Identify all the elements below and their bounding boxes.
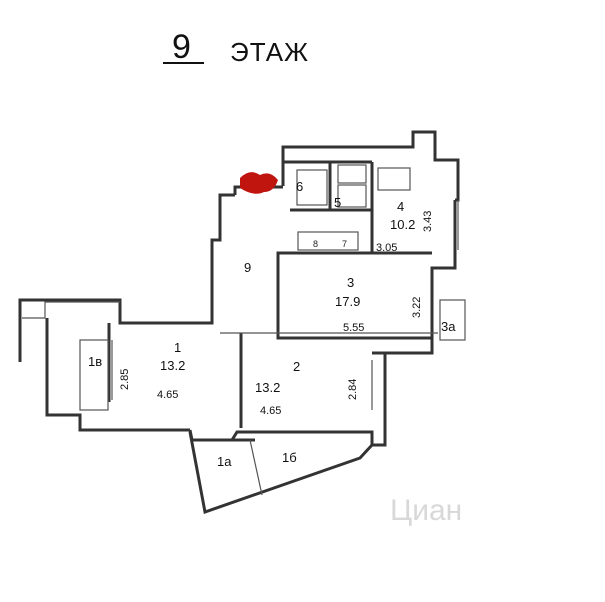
floor-label: ЭТАЖ — [230, 37, 309, 67]
floor-title: 9 ЭТАЖ — [163, 28, 309, 67]
room-3-area: 17.9 — [335, 294, 360, 309]
fixtures — [79, 164, 466, 411]
room-3-number: 3 — [347, 275, 354, 290]
room-1-height: 2.85 — [119, 369, 131, 390]
room-1b-number: 1б — [282, 450, 297, 465]
red-marker — [240, 172, 278, 194]
room-5-number: 5 — [334, 195, 341, 210]
room-2: 2 13.2 4.65 2.84 — [255, 359, 359, 417]
room-1-width: 4.65 — [157, 389, 178, 401]
room-3-width: 5.55 — [343, 322, 364, 334]
room-1: 1 13.2 4.65 2.85 — [119, 340, 185, 401]
room-4-width: 3.05 — [376, 242, 397, 254]
room-3: 3 17.9 5.55 3.22 — [335, 275, 423, 334]
room-3a-number: 3а — [441, 319, 456, 334]
room-2-height: 2.84 — [347, 379, 359, 400]
room-1-number: 1 — [174, 340, 181, 355]
interior-walls — [107, 160, 438, 496]
room-3-height: 3.22 — [411, 297, 423, 318]
room-6-number: 6 — [296, 179, 303, 194]
room-4-number: 4 — [397, 199, 404, 214]
room-2-area: 13.2 — [255, 380, 280, 395]
watermark: Циан — [390, 494, 462, 527]
room-1v-number: 1в — [88, 354, 102, 369]
room-2-width: 4.65 — [260, 405, 281, 417]
room-4-height: 3.43 — [422, 211, 434, 232]
room-1-area: 13.2 — [160, 358, 185, 373]
room-4-area: 10.2 — [390, 217, 415, 232]
floor-number: 9 — [172, 28, 191, 66]
room-9-number: 9 — [244, 260, 251, 275]
room-7-number: 7 — [342, 239, 347, 249]
room-2-number: 2 — [293, 359, 300, 374]
room-4: 4 10.2 3.05 3.43 — [376, 199, 434, 254]
room-1a-number: 1а — [217, 454, 232, 469]
room-8-number: 8 — [313, 239, 318, 249]
outer-walls — [18, 130, 460, 514]
